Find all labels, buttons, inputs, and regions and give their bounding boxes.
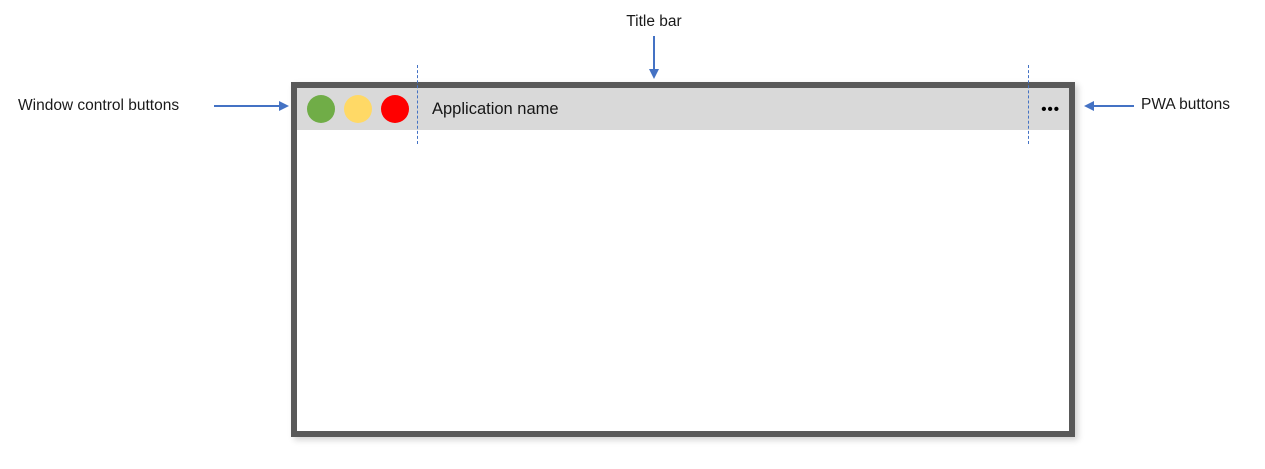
window-controls-arrow-line xyxy=(214,105,280,107)
title-bar-arrowhead-icon xyxy=(649,69,659,79)
window-controls-arrowhead-icon xyxy=(279,101,289,111)
pwa-buttons-arrow-line xyxy=(1093,105,1134,107)
green-control-dot-icon[interactable] xyxy=(307,95,335,123)
pwa-buttons-arrowhead-icon xyxy=(1084,101,1094,111)
more-ellipsis-icon[interactable]: ••• xyxy=(1041,100,1060,118)
title-bar-label: Title bar xyxy=(626,13,682,30)
left-section-dashed-guide xyxy=(417,65,418,144)
window-controls-label: Window control buttons xyxy=(18,97,180,114)
pwa-buttons-label: PWA buttons xyxy=(1141,96,1231,113)
app-window: Application name ••• xyxy=(291,82,1075,437)
title-bar-arrow-line xyxy=(653,36,655,70)
red-control-dot-icon[interactable] xyxy=(381,95,409,123)
yellow-control-dot-icon[interactable] xyxy=(344,95,372,123)
window-control-buttons xyxy=(307,95,409,123)
web-app-content-area xyxy=(297,130,1069,431)
right-section-dashed-guide xyxy=(1028,65,1029,144)
application-name: Application name xyxy=(432,99,559,118)
title-bar[interactable]: Application name ••• xyxy=(297,88,1069,130)
